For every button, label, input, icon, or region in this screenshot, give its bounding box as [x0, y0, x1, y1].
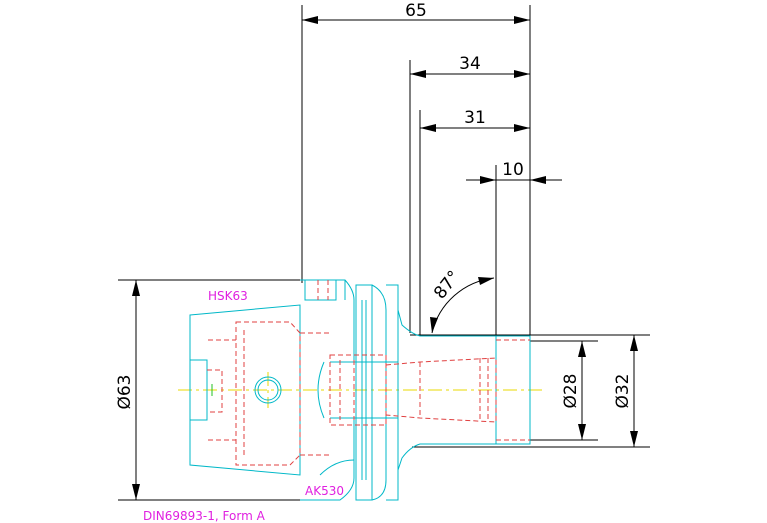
label-ak: AK530	[305, 484, 344, 498]
dim-10-text: 10	[502, 160, 524, 180]
hidden-lines	[207, 280, 530, 466]
label-din: DIN69893-1, Form A	[143, 509, 266, 523]
label-hsk: HSK63	[208, 289, 248, 303]
dimension-dia63: Ø63	[115, 279, 305, 501]
dimension-angle: 87°	[430, 267, 495, 334]
dim-65-text: 65	[405, 1, 427, 21]
part-outline	[189, 279, 531, 501]
dimension-31: 31	[419, 108, 530, 335]
dim-34-text: 34	[459, 54, 481, 74]
dim-angle-text: 87°	[430, 267, 464, 303]
dimension-dia32: Ø32	[410, 334, 650, 448]
dim-dia32-text: Ø32	[613, 373, 633, 408]
dimension-65: 65	[301, 1, 531, 335]
dim-dia63-text: Ø63	[115, 374, 135, 409]
dim-dia28-text: Ø28	[561, 373, 581, 408]
dimension-dia28: Ø28	[530, 340, 598, 441]
dimension-34: 34	[409, 54, 530, 333]
dim-31-text: 31	[464, 108, 486, 128]
dimension-10: 10	[466, 160, 562, 335]
